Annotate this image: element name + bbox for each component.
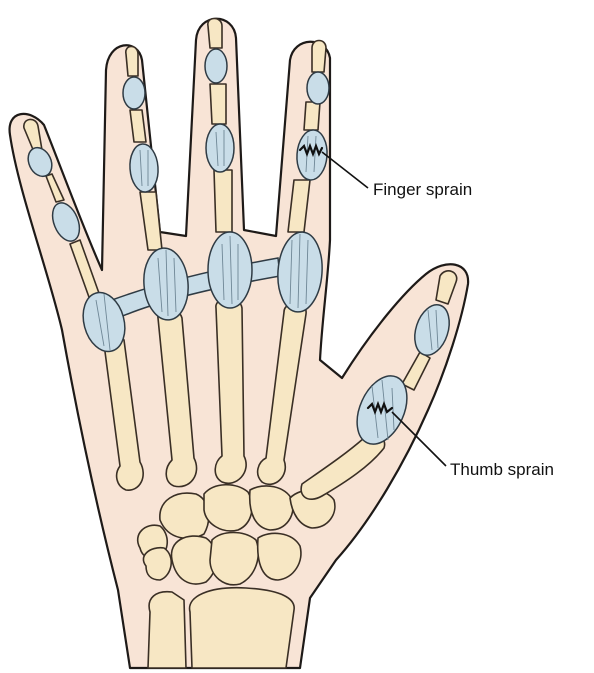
finger-sprain-label: Finger sprain [373, 180, 472, 200]
forearm-bones [148, 588, 294, 668]
thumb-sprain-label: Thumb sprain [450, 460, 554, 480]
